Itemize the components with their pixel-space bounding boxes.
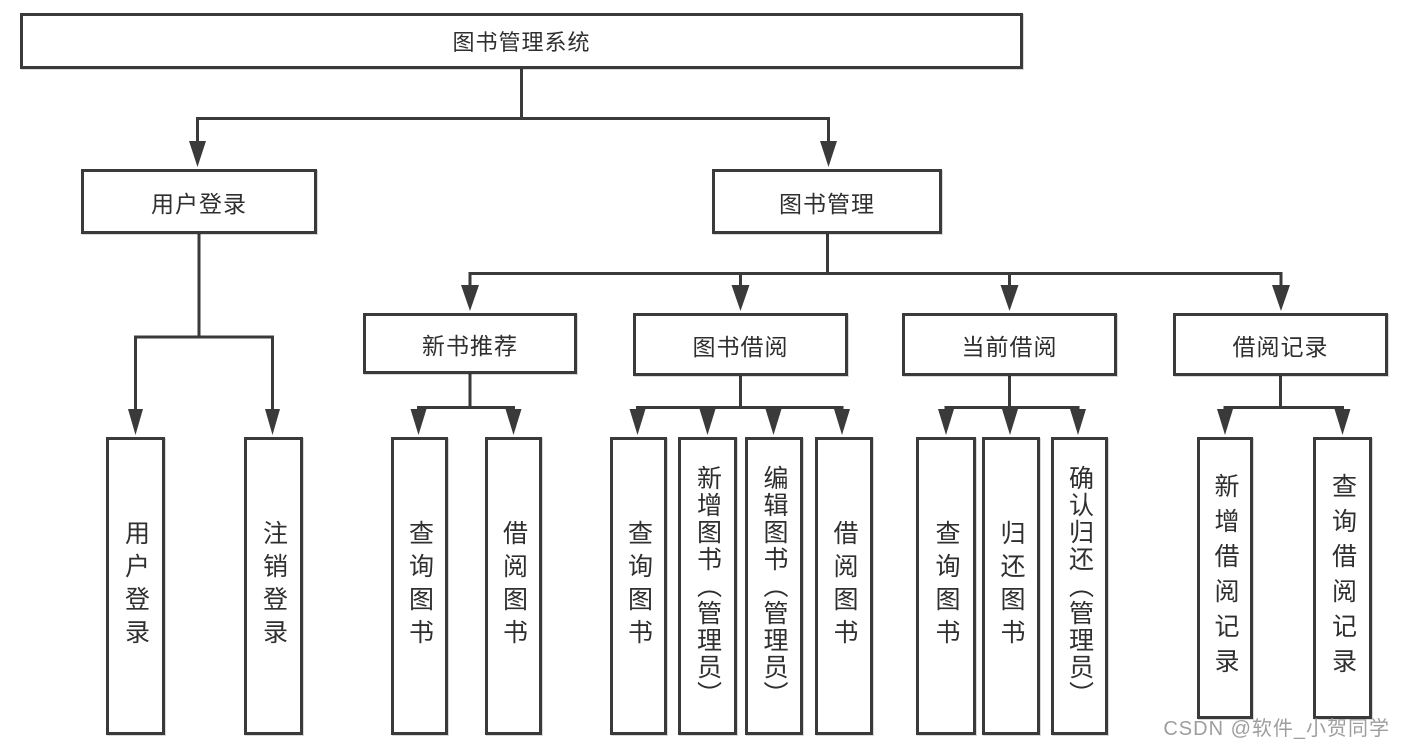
node-label: 借阅记录 xyxy=(1232,333,1329,360)
node-new-book-recommend: 新书推荐 xyxy=(363,313,577,374)
node-borrow-books-recommend: 借阅图书 xyxy=(485,437,542,735)
node-label: 查询图书 xyxy=(405,520,434,652)
node-borrowing-records: 借阅记录 xyxy=(1173,313,1388,376)
node-label: 图书借阅 xyxy=(692,333,789,360)
watermark: CSDN @软件_小贺同学 xyxy=(1163,718,1390,740)
node-logout-action: 注销登录 xyxy=(244,437,303,735)
node-label: 图书管理系统 xyxy=(452,30,591,55)
node-return-books: 归还图书 xyxy=(982,437,1040,735)
node-edit-books-admin: 编辑图书（管理员） xyxy=(745,437,803,735)
node-label: 用户登录 xyxy=(151,190,247,217)
node-label: 归还图书 xyxy=(997,520,1025,652)
node-query-books-recommend: 查询图书 xyxy=(391,437,448,735)
node-add-borrow-record: 新增借阅记录 xyxy=(1197,437,1253,719)
node-label: 借阅图书 xyxy=(830,520,858,652)
node-user-login-action: 用户登录 xyxy=(106,437,165,735)
node-user-login: 用户登录 xyxy=(81,169,317,234)
node-library-system: 图书管理系统 xyxy=(20,13,1023,69)
node-label: 新增借阅记录 xyxy=(1211,473,1239,683)
node-query-books-current: 查询图书 xyxy=(916,437,976,735)
node-book-borrowing: 图书借阅 xyxy=(633,313,848,376)
node-label: 用户登录 xyxy=(121,520,150,652)
node-label: 当前借阅 xyxy=(961,333,1058,360)
node-label: 新增图书（管理员） xyxy=(693,464,722,708)
node-label: 新书推荐 xyxy=(422,332,518,359)
node-label: 图书管理 xyxy=(779,190,875,217)
node-book-management: 图书管理 xyxy=(712,169,942,234)
node-confirm-return-admin: 确认归还（管理员） xyxy=(1051,437,1108,735)
node-label: 注销登录 xyxy=(259,520,288,652)
node-label: 借阅图书 xyxy=(499,520,528,652)
node-label: 编辑图书（管理员） xyxy=(760,464,788,708)
node-label: 确认归还（管理员） xyxy=(1065,464,1094,708)
node-borrow-books-borrowing: 借阅图书 xyxy=(815,437,873,735)
node-label: 查询图书 xyxy=(932,520,960,652)
node-current-borrowing: 当前借阅 xyxy=(902,313,1117,376)
node-query-books-borrowing: 查询图书 xyxy=(610,437,667,735)
node-query-borrow-record: 查询借阅记录 xyxy=(1313,437,1372,719)
node-add-books-admin: 新增图书（管理员） xyxy=(678,437,737,735)
node-label: 查询借阅记录 xyxy=(1328,473,1357,683)
node-label: 查询图书 xyxy=(624,520,653,652)
